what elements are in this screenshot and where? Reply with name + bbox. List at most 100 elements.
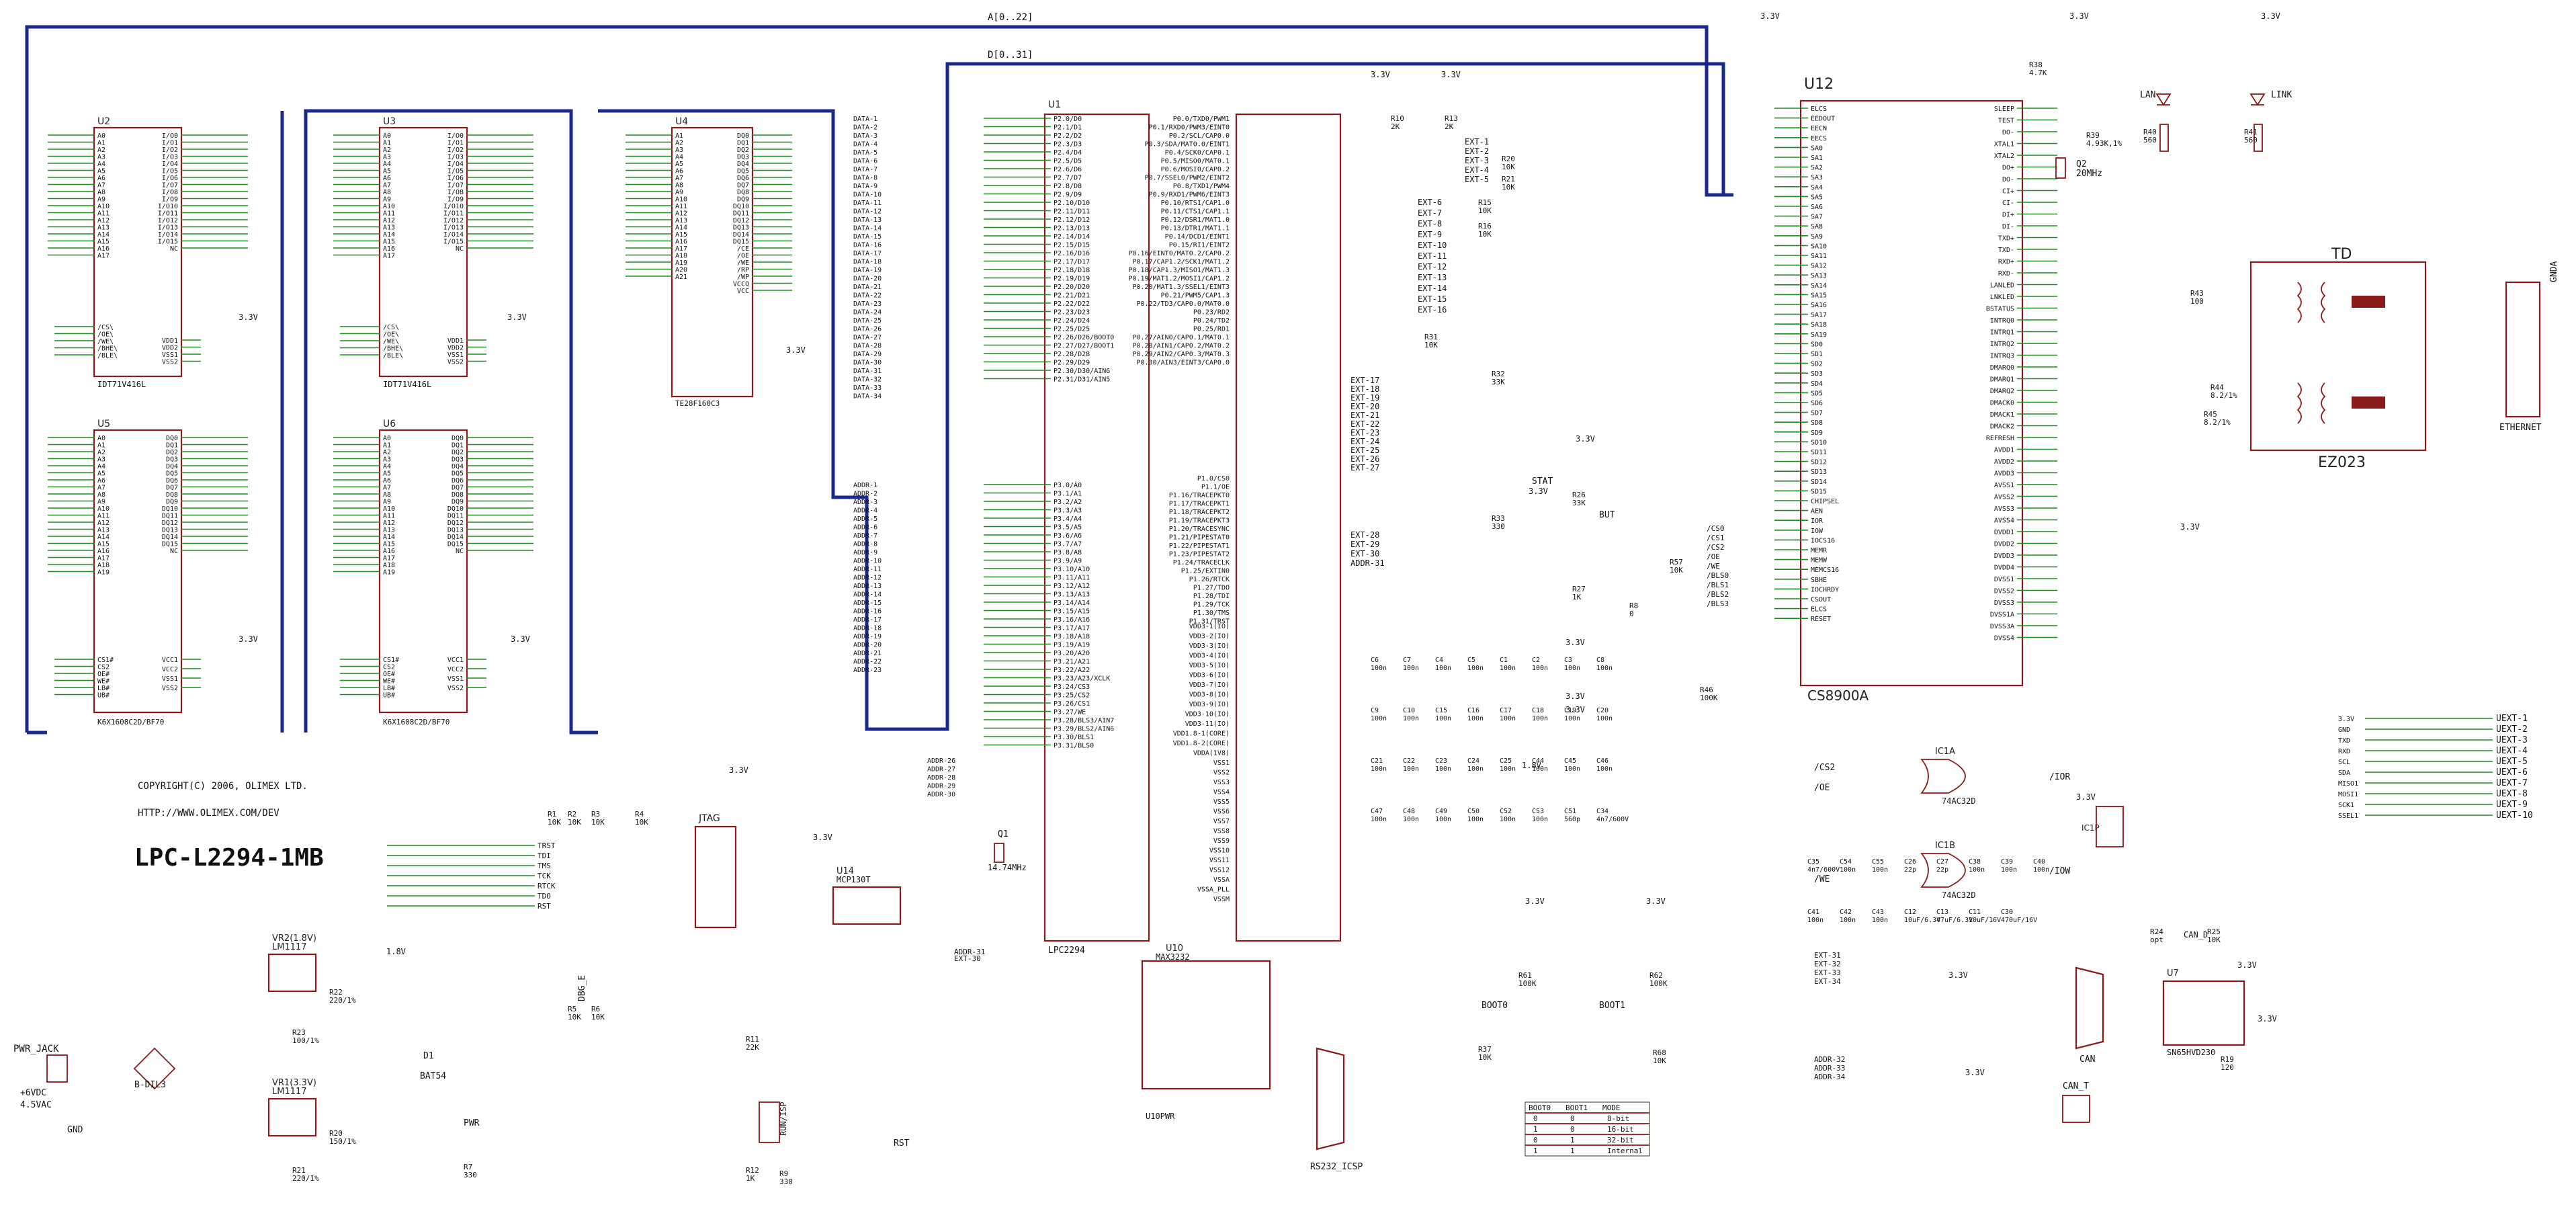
- cap-val-26: 100n: [1435, 816, 1451, 823]
- cap-val-24: 100n: [1371, 816, 1387, 823]
- u1-p3-pin-1: P3.1/A1: [1054, 491, 1082, 498]
- u3-pwr-pin-1: VDD2: [447, 345, 464, 352]
- res-ref-23: R3: [591, 810, 600, 819]
- cap-ref-6: C3: [1564, 657, 1572, 664]
- u6-dq-pin-4: DQ4: [452, 463, 464, 470]
- u1-addr-net-2: ADDR-3: [853, 499, 877, 506]
- u1-p0-pin-18: P0.18/CAP1.3/MISO1/MAT1.3: [1128, 267, 1230, 274]
- cap-val-14: 100n: [1564, 715, 1580, 722]
- u1-pwr-pin-3: VDD3-4(IO): [1189, 653, 1230, 660]
- u1-addr-net-5: ADDR-6: [853, 524, 877, 532]
- u2-addr-pin-9: A9: [97, 196, 105, 204]
- u6-addr-pin-5: A5: [383, 470, 391, 478]
- u2-pwr-pin-2: VSS1: [162, 351, 178, 359]
- label-bat54: BAT54: [420, 1071, 446, 1081]
- u1-pwr-pin-10: VDD3-11(IO): [1185, 720, 1230, 728]
- misc-net-6: ADDR-34: [1814, 1073, 1846, 1081]
- u1-addr-net-18: ADDR-19: [853, 633, 882, 640]
- ext-net-14: EXT-15: [1418, 294, 1447, 304]
- u1-addr-net-22: ADDR-23: [853, 667, 882, 674]
- u4-addr-pin-19: A20: [675, 267, 687, 274]
- res-ref-25: R5: [568, 1005, 576, 1013]
- ref-u5: U5: [97, 419, 110, 429]
- u1-data-net-31: DATA-32: [853, 376, 882, 384]
- cap-ref-29: C53: [1532, 808, 1544, 815]
- u1-p3-pin-17: P3.17/A17: [1054, 625, 1090, 632]
- cs-left-pin-9: SA5: [1811, 194, 1823, 201]
- ext-net-8: EXT-9: [1418, 230, 1442, 239]
- label-ic1a-part: 74AC32D: [1942, 796, 1976, 806]
- cs-left-pin-13: SA9: [1811, 233, 1823, 241]
- u2-io-pin-9: I/O9: [162, 196, 178, 204]
- res-val-22: 10K: [568, 818, 581, 827]
- u1-left-data-nets: DATA-1DATA-2DATA-3DATA-4DATA-5DATA-6DATA…: [853, 116, 882, 401]
- u3-io-pin-6: I/O6: [447, 175, 464, 182]
- cap-val-20: 100n: [1500, 765, 1516, 773]
- vcc-33-13: 3.3V: [1565, 705, 1585, 714]
- rs232-connector: [1316, 1047, 1345, 1151]
- u1-p0-pin-6: P0.6/MOSI0/CAP0.2: [1161, 166, 1230, 173]
- cs-right-pin-7: CI+: [2002, 188, 2014, 196]
- res-ref-7: R32: [1492, 370, 1505, 378]
- res-ref-1: R13: [1445, 114, 1458, 123]
- u1-data-net-16: DATA-17: [853, 250, 882, 257]
- cs-left-pin-52: RESET: [1811, 616, 1831, 623]
- u5-addr-pin-6: A6: [97, 477, 105, 485]
- cap-val-43: 10uF/6.3V: [1904, 917, 1940, 924]
- uext-net-7: MOSI1: [2338, 791, 2358, 798]
- vcc-33-10: 3.3V: [2069, 11, 2089, 21]
- cap-ref-45: C11: [1969, 909, 1981, 916]
- vcc-33-7: 3.3V: [1529, 487, 1548, 496]
- u5-addr-pin-16: A16: [97, 548, 110, 555]
- vcc-33-6: 3.3V: [1441, 70, 1461, 79]
- cs-left-pin-43: IOW: [1811, 528, 1823, 535]
- misc-net-14: /BLS0: [1707, 571, 1729, 580]
- u2-io-pin-10: I/O10: [158, 203, 178, 210]
- u1-p2-pin-18: P2.18/D18: [1054, 267, 1090, 274]
- chip-u7: [2162, 980, 2245, 1046]
- res-val-4: 10K: [1478, 206, 1492, 215]
- uext-net-6: MISO1: [2338, 780, 2358, 788]
- u6-pwr-pin-2: VSS1: [447, 675, 464, 683]
- u1-pwr-pin-26: VSSA: [1213, 876, 1230, 884]
- cs-left-pin-42: IOR: [1811, 517, 1823, 525]
- u1-p3-pin-27: P3.27/WE: [1054, 709, 1086, 716]
- u3-addr-pin-9: A9: [383, 196, 391, 204]
- u1-p3-pin-2: P3.2/A2: [1054, 499, 1082, 506]
- cap-val-12: 100n: [1500, 715, 1516, 722]
- cs-left-pin-44: IOCS16: [1811, 537, 1835, 544]
- cs8900-left-pins: ELCSEEDOUTEECNEECSSA0SA1SA2SA3SA4SA5SA6S…: [1774, 106, 1839, 623]
- u1-addr-net-10: ADDR-11: [853, 566, 882, 573]
- u1-data-net-12: DATA-13: [853, 216, 882, 224]
- bus-lines: [25, 25, 1733, 735]
- cap-ref-26: C49: [1435, 808, 1447, 815]
- u1-p2-pin-11: P2.11/D11: [1054, 208, 1090, 216]
- res-ref-35: R61: [1518, 971, 1532, 980]
- u1-port2-pins: P2.0/D0P2.1/D1P2.2/D2P2.3/D3P2.4/D4P2.5/…: [984, 116, 1114, 384]
- ext-net-13: EXT-14: [1418, 284, 1447, 293]
- res-val-25: 10K: [568, 1013, 581, 1022]
- u5-addr-pin-11: A11: [97, 513, 110, 520]
- u2-io-pin-1: I/O1: [162, 140, 178, 147]
- cs-left-pin-39: SD15: [1811, 488, 1827, 495]
- u6-addr-pin-9: A9: [383, 499, 391, 506]
- u1-p3-pin-21: P3.21/A21: [1054, 659, 1090, 666]
- label-lan: LAN: [2140, 90, 2155, 100]
- vcc-33-22: 3.3V: [1965, 1068, 1985, 1077]
- u5-dq-pin-4: DQ4: [166, 463, 178, 470]
- u1-p3-pin-15: P3.15/A15: [1054, 608, 1090, 616]
- cap-val-18: 100n: [1435, 765, 1451, 773]
- u4-addr-pin-4: A5: [675, 161, 683, 168]
- net-cs2: /CS2: [1814, 763, 1835, 773]
- cap-val-45: 10uF/16V: [1969, 917, 2001, 924]
- u4-dq-pin-7: DQ7: [737, 182, 749, 190]
- cs-left-pin-26: SD2: [1811, 361, 1823, 368]
- chip-u3: [378, 126, 468, 378]
- u1-p0-pin-13: P0.13/DTR1/MAT1.1: [1161, 225, 1230, 233]
- u2-io-pin-6: I/O6: [162, 175, 178, 182]
- uext-net-3: RXD: [2338, 748, 2350, 755]
- u6-addr-pin-17: A17: [383, 555, 395, 562]
- resistor-r40: [2159, 124, 2169, 152]
- u1-addr-net-11: ADDR-12: [853, 575, 882, 582]
- u4-addr-pin-12: A13: [675, 217, 687, 224]
